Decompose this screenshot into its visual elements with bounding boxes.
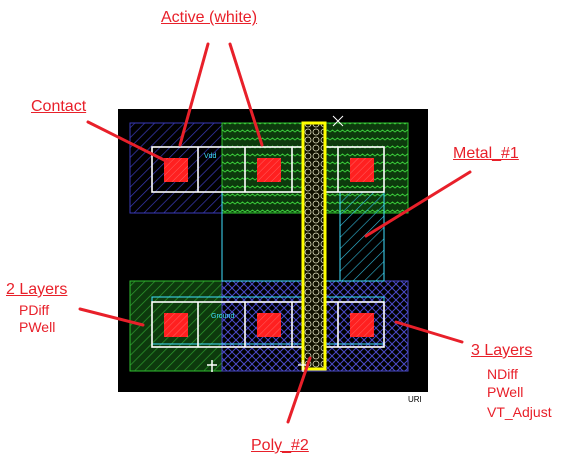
poly2-gate: [301, 121, 327, 371]
contact-bottom-2: [257, 313, 281, 337]
contact-leader: [86, 120, 170, 164]
active-leader-left: [178, 42, 210, 147]
metal1-callout: Metal_#1: [453, 145, 519, 162]
two-layers-callout: 2 Layers: [6, 281, 68, 298]
poly2-callout: Poly_#2: [251, 437, 309, 454]
contact-bottom-3: [350, 313, 374, 337]
three-layers-callout: 3 Layers: [471, 342, 533, 359]
active-leader-right: [228, 42, 264, 147]
three-layers-leader: [394, 320, 464, 344]
vdd-label: Vdd: [204, 153, 217, 160]
contact-top-3: [350, 158, 374, 182]
two-layers-item: PWell: [19, 319, 56, 335]
two-layers-leader: [78, 307, 145, 327]
cursor-marker-top: [332, 115, 344, 127]
ground-label: Ground: [211, 313, 234, 320]
contacts: [164, 158, 374, 337]
active-top: [151, 146, 385, 193]
poly2-leader: [286, 356, 312, 424]
three-layers-item: NDiff: [487, 366, 518, 382]
contact-bottom-1: [164, 313, 188, 337]
active-callout: Active (white): [161, 9, 258, 26]
callout-lines: [78, 42, 472, 424]
active-bottom: [151, 301, 385, 348]
two-layers-item: PDiff: [19, 302, 50, 318]
three-layers-item: VT_Adjust: [487, 404, 552, 420]
three-layers-item: PWell: [487, 384, 524, 400]
contact-top-2: [257, 158, 281, 182]
metal1-leader: [364, 170, 472, 238]
contact-callout: Contact: [31, 98, 87, 115]
uri-label: URI: [408, 395, 422, 404]
